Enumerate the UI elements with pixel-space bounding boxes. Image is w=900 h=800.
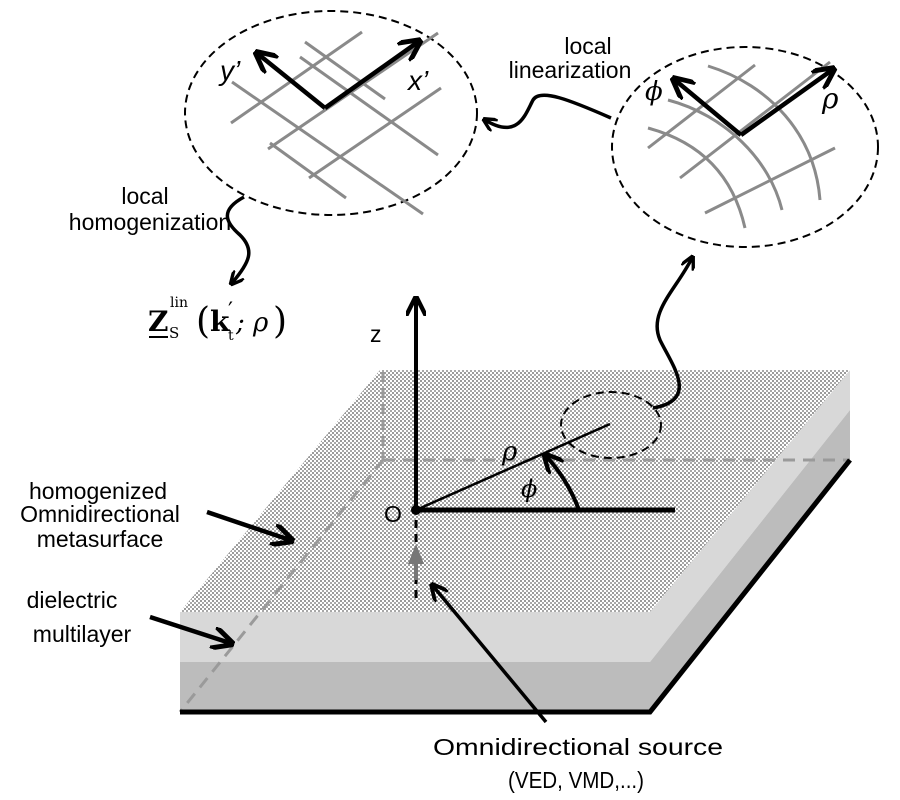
local-phi-label: ϕ — [645, 77, 663, 107]
origin-label: O — [384, 501, 402, 527]
source-label-line2: (VED, VMD,...) — [508, 767, 644, 793]
formula-k-sub: t — [228, 328, 234, 344]
local-homogenization-label-line2: homogenization — [69, 209, 231, 235]
dielectric-label-line1: dielectric — [27, 587, 118, 613]
local-homogenization-label-line1: local — [121, 183, 168, 209]
phi-label: ϕ — [521, 475, 537, 503]
phi-arc — [546, 456, 581, 511]
metasurface-label-line2: Omnidirectional — [20, 501, 180, 527]
hidden-edge-diagonal — [178, 459, 385, 713]
metasurface-pointer-arrow — [206, 509, 290, 540]
source-label-line1: Omnidirectional source — [433, 734, 723, 760]
slab-right-face-light — [650, 370, 850, 662]
local-region-ellipse — [560, 391, 662, 459]
formula-symbol: Z — [148, 305, 168, 338]
metasurface-top-face — [180, 370, 850, 612]
origin-dot — [411, 505, 421, 515]
dielectric-label-line2: multilayer — [33, 621, 132, 647]
y-prime-label: y’ — [218, 55, 241, 86]
curvilinear-grid-lines — [647, 60, 836, 229]
linear-grid-region: y’ x’ — [184, 10, 478, 216]
dielectric-layer-bottom — [180, 662, 650, 712]
formula-k: k — [210, 305, 230, 338]
slab-right-face-dark — [650, 410, 850, 712]
curvilinear-grid-region: ρ ϕ — [611, 46, 879, 248]
impedance-formula: Z S lin ( k ′ t ; ρ ) — [148, 295, 287, 344]
source-pointer-arrow — [433, 586, 548, 724]
curvilinear-grid-ellipse — [611, 46, 879, 248]
local-rho-label: ρ — [821, 82, 839, 115]
formula-k-prime: ′ — [228, 299, 233, 324]
local-phi-axis — [675, 80, 743, 137]
rho-line — [415, 422, 611, 512]
y-prime-axis — [258, 54, 327, 110]
formula-superscript: lin — [170, 295, 188, 311]
formula-open-paren: ( — [196, 301, 210, 342]
homogenization-connector — [225, 195, 251, 283]
coordinate-system: z O ρ ϕ — [370, 300, 675, 598]
x-prime-axis — [323, 42, 418, 110]
dielectric-layer-top — [180, 612, 650, 662]
local-rho-axis — [739, 70, 832, 137]
connector-to-local-region — [652, 258, 692, 410]
z-axis-label: z — [370, 321, 382, 347]
formula-subscript: S — [169, 324, 179, 342]
slab-bottom-edge — [180, 458, 852, 715]
metasurface-label-line3: metasurface — [37, 526, 164, 552]
slab — [178, 370, 852, 715]
x-prime-label: x’ — [406, 65, 429, 96]
dielectric-pointer-arrow — [149, 614, 230, 643]
linearization-connector — [485, 93, 612, 127]
rho-label: ρ — [501, 437, 518, 467]
linear-grid-ellipse — [184, 10, 478, 216]
metasurface-label-line1: homogenized — [29, 478, 167, 504]
formula-rest: ; ρ — [235, 308, 269, 338]
local-linearization-label-line2: linearization — [509, 57, 632, 83]
formula-close-paren: ) — [273, 301, 287, 342]
local-linearization-label-line1: local — [564, 33, 611, 59]
